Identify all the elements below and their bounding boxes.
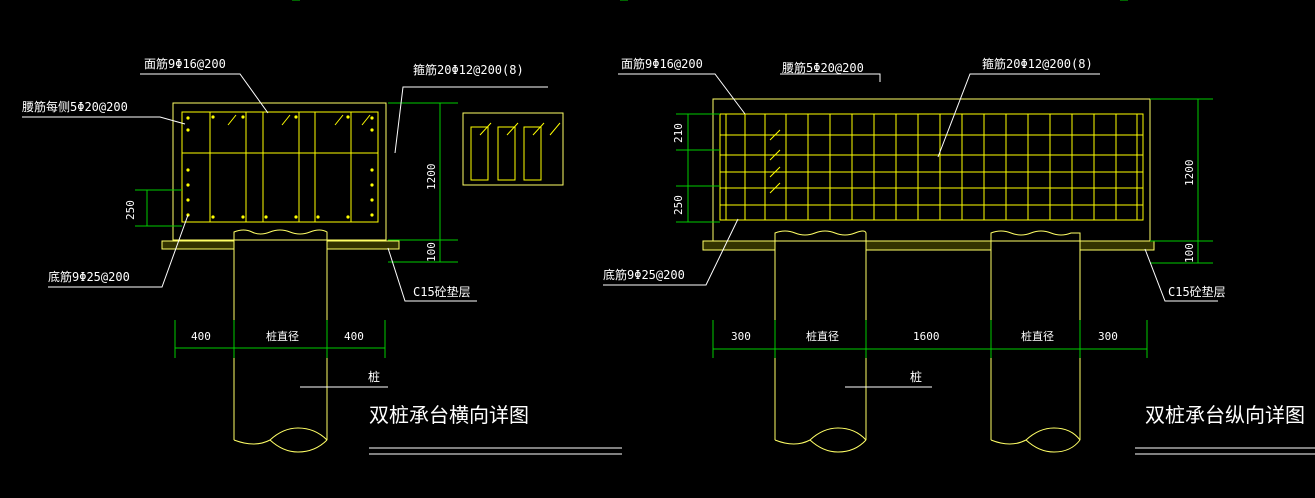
- drawing-title: 双桩承台纵向详图: [1145, 403, 1305, 427]
- cushion-layer: [161, 240, 235, 250]
- bed-height-label: 100: [425, 242, 438, 262]
- spacing-label: 250: [672, 195, 685, 215]
- bottom-bar-label: 底筋9Φ25@200: [48, 269, 130, 284]
- rebar-dots: [186, 115, 374, 219]
- dimension-lines: [135, 102, 458, 358]
- dim-pile-diameter-label: 桩直径: [266, 329, 299, 343]
- diagonal-ties: [769, 129, 781, 194]
- transverse-section-drawing: 面筋9Φ16@200 箍筋20Φ12@200(8) 腰筋每侧5Φ20@200 2…: [22, 56, 622, 455]
- waist-bar-label: 腰筋5Φ20@200: [782, 60, 864, 75]
- top-bar-label: 面筋9Φ16@200: [144, 56, 226, 71]
- pile-label: 桩: [910, 369, 922, 384]
- dimension-lines: [676, 98, 1213, 358]
- dim-left-label: 300: [731, 330, 751, 343]
- dim-pile-diameter-label: 桩直径: [1021, 329, 1054, 343]
- cushion-layer: [326, 240, 400, 250]
- drawing-title: 双桩承台横向详图: [369, 403, 529, 427]
- bed-height-label: 100: [1183, 243, 1196, 263]
- leader-lines: [603, 73, 1315, 455]
- dim-left-label: 400: [191, 330, 211, 343]
- dim-right-label: 300: [1098, 330, 1118, 343]
- rebar-cage: [719, 113, 1144, 221]
- stirrup-label: 箍筋20Φ12@200(8): [982, 56, 1093, 71]
- cushion-layer: [702, 240, 776, 251]
- bottom-bar-label: 底筋9Φ25@200: [603, 267, 685, 282]
- diagonal-ties: [227, 114, 371, 126]
- cushion-label: C15砼垫层: [413, 284, 471, 299]
- rebar-grid: [720, 114, 1143, 220]
- stirrup-detail: [462, 112, 564, 186]
- pile-cap-outline: [172, 102, 387, 241]
- spacing-label: 250: [124, 200, 137, 220]
- top-bar-label: 面筋9Φ16@200: [621, 56, 703, 71]
- stirrups: [182, 111, 378, 223]
- cushion-layer: [865, 240, 992, 251]
- cushion-label: C15砼垫层: [1168, 284, 1226, 299]
- height-label: 1200: [425, 164, 438, 191]
- dim-pile-diameter-label: 桩直径: [806, 329, 839, 343]
- pile-label: 桩: [368, 369, 380, 384]
- top-spacing-label: 210: [672, 123, 685, 143]
- height-label: 1200: [1183, 160, 1196, 187]
- dim-right-label: 400: [344, 330, 364, 343]
- stirrup-label: 箍筋20Φ12@200(8): [413, 62, 524, 77]
- leader-lines: [22, 73, 622, 455]
- waist-bar-label: 腰筋每侧5Φ20@200: [22, 99, 128, 114]
- dim-mid-label: 1600: [913, 330, 940, 343]
- longitudinal-section-drawing: 面筋9Φ16@200 腰筋5Φ20@200 箍筋20Φ12@200(8) 210…: [603, 56, 1315, 455]
- cushion-layer: [1079, 240, 1155, 251]
- rebar-cage: [181, 111, 379, 223]
